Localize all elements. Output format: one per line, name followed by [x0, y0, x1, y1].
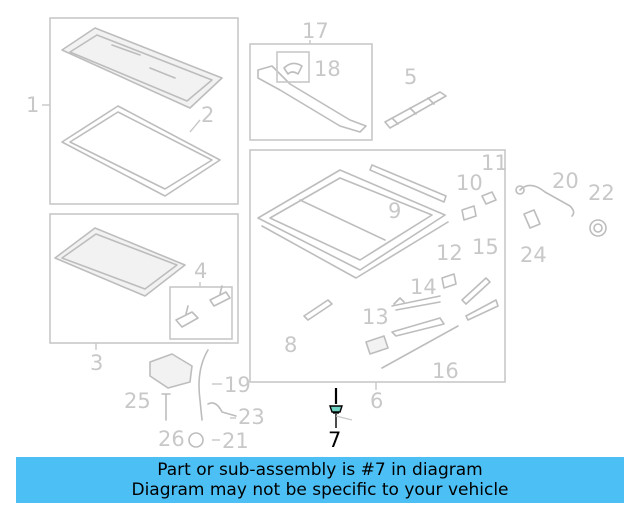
label-part-12: 12 — [436, 241, 463, 265]
banner-line-disclaimer: Diagram may not be specific to your vehi… — [131, 480, 509, 500]
group-box-1 — [49, 17, 239, 205]
label-part-5: 5 — [404, 65, 417, 89]
rail-part-9 — [369, 164, 447, 203]
label-part-21: 21 — [222, 429, 249, 453]
hose-part-19 — [198, 349, 209, 421]
label-part-18: 18 — [314, 57, 341, 81]
label-part-17: 17 — [302, 19, 329, 43]
wind-deflector-part — [257, 65, 367, 133]
clip-part-24 — [523, 209, 541, 229]
sub-box-4 — [169, 286, 233, 340]
bracket-part-12 — [441, 273, 457, 289]
clamp-part-21 — [188, 432, 204, 448]
label-part-9: 9 — [388, 199, 401, 223]
connector-part-13 — [365, 335, 389, 355]
clip-part — [175, 285, 231, 328]
rail-part-5 — [384, 91, 447, 129]
label-part-8: 8 — [284, 333, 297, 357]
label-part-4: 4 — [194, 259, 207, 283]
label-part-10: 10 — [456, 171, 483, 195]
label-part-19: 19 — [224, 373, 251, 397]
label-part-23: 23 — [238, 405, 265, 429]
motor-part-14 — [391, 295, 445, 337]
elbow-part-23 — [207, 402, 237, 417]
label-part-26: 26 — [158, 427, 185, 451]
bracket-part-18 — [276, 51, 310, 83]
label-part-15: 15 — [472, 235, 499, 259]
group-box-6 — [249, 149, 506, 383]
label-part-20: 20 — [552, 169, 579, 193]
label-part-13: 13 — [362, 305, 389, 329]
label-part-14: 14 — [410, 275, 437, 299]
sunshade-part — [54, 227, 186, 297]
cable-part-16 — [381, 325, 459, 369]
label-part-25: 25 — [124, 389, 151, 413]
group-box-17 — [249, 43, 373, 141]
sunroof-frame-part — [257, 169, 449, 279]
drain-hose-part — [515, 184, 575, 217]
label-part-11: 11 — [481, 151, 508, 175]
group-box-3 — [49, 213, 239, 344]
label-part-16: 16 — [432, 359, 459, 383]
bolt-part-7 — [329, 388, 343, 414]
label-part-1: 1 — [26, 93, 39, 117]
label-part-24: 24 — [520, 243, 547, 267]
info-banner: Part or sub-assembly is #7 in diagram Di… — [16, 457, 624, 503]
bolt-part-26 — [161, 393, 171, 421]
label-part-3: 3 — [90, 351, 103, 375]
seal-part-8 — [303, 299, 333, 321]
label-part-7: 7 — [328, 428, 341, 452]
label-part-2: 2 — [201, 103, 214, 127]
label-part-22: 22 — [588, 181, 615, 205]
clip-part-11 — [481, 191, 497, 205]
glass-panel-part — [61, 27, 223, 109]
clip-part-10 — [461, 205, 477, 221]
label-part-6: 6 — [370, 389, 383, 413]
banner-line-part-number: Part or sub-assembly is #7 in diagram — [157, 460, 483, 480]
grommet-part — [589, 219, 607, 237]
parts-diagram: 1 2 3 4 5 6 7 8 9 10 11 12 13 14 15 16 1… — [26, 17, 615, 453]
control-module-part — [149, 353, 193, 389]
glass-seal-part — [61, 105, 221, 197]
link-part-15 — [461, 277, 499, 321]
